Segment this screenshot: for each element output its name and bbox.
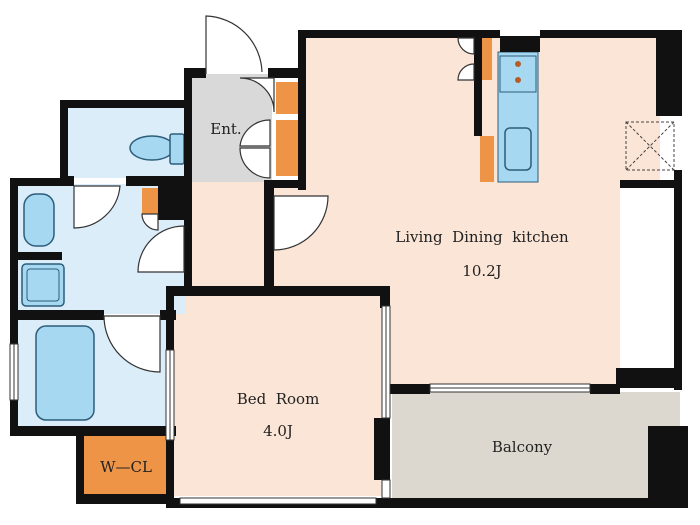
shoe-closet-top — [276, 82, 300, 114]
wall — [620, 180, 680, 188]
wall — [268, 68, 302, 78]
shoe-closet-door — [239, 147, 271, 179]
doors — [73, 15, 475, 373]
wall — [374, 418, 390, 480]
entrance-name: Ent. — [210, 120, 241, 138]
kitchen-shelf-bottom — [480, 136, 494, 182]
toilet-icon — [129, 135, 175, 161]
wall — [10, 426, 176, 436]
walk-in-closet-name: W—CL — [100, 458, 152, 476]
wall — [166, 286, 390, 296]
wall — [648, 426, 688, 506]
bedroom-size: 4.0J — [263, 422, 293, 440]
bedroom-area — [174, 294, 388, 496]
burner-icon — [515, 61, 521, 67]
kitchen-shelf-door — [457, 37, 475, 55]
toilet-door — [73, 185, 121, 229]
walk-in-closet-area — [84, 436, 168, 494]
kitchen-shelf-door — [457, 63, 475, 81]
front-door — [205, 15, 263, 74]
shoe-closet-door — [239, 119, 271, 147]
bedroom-name: Bed Room — [237, 390, 320, 408]
kitchen-counter — [497, 51, 539, 183]
wall — [380, 286, 390, 308]
labels: Living Dining kitchen 10.2J Bed Room 4.0… — [100, 120, 569, 476]
balcony-name: Balcony — [492, 438, 553, 456]
wall — [184, 68, 192, 190]
balcony-area — [392, 392, 680, 502]
shoe-closet-bottom — [276, 120, 300, 176]
washing-machine-drum-icon — [26, 268, 60, 302]
wall — [10, 310, 104, 320]
wall — [540, 30, 682, 38]
wall — [184, 68, 206, 78]
ldk-door — [273, 195, 329, 251]
wall — [126, 176, 192, 186]
ldk-name: Living Dining kitchen — [395, 228, 569, 246]
closets — [142, 38, 494, 214]
wall — [60, 100, 192, 108]
wall — [184, 186, 192, 290]
wall — [616, 368, 682, 388]
wall — [300, 30, 500, 38]
wall — [76, 430, 84, 502]
washing-machine-icon — [21, 263, 65, 307]
wash-basin-icon — [23, 193, 55, 247]
wall — [298, 30, 306, 190]
wall — [76, 494, 174, 504]
bedroom-lower-window — [381, 479, 391, 499]
hallway-area — [190, 182, 270, 288]
wall — [264, 186, 274, 292]
wall — [590, 384, 620, 394]
wall — [674, 170, 682, 390]
burner-icon — [515, 77, 521, 83]
bathtub-icon — [35, 325, 95, 421]
pantry-closet — [142, 188, 158, 214]
wall — [386, 384, 430, 394]
bath-door — [103, 315, 161, 373]
wall — [264, 180, 304, 188]
windows — [9, 305, 591, 505]
walls — [10, 30, 688, 508]
kitchen-sink-icon — [504, 127, 532, 171]
pantry-door — [141, 213, 159, 231]
fridge-space — [625, 121, 675, 171]
wall — [268, 68, 276, 78]
wall — [10, 178, 74, 186]
wall — [18, 252, 62, 260]
kitchen-shelf-top — [482, 38, 492, 80]
wall — [474, 36, 482, 136]
wall — [60, 100, 68, 184]
bedroom-bottom-window — [179, 497, 377, 505]
wall — [500, 36, 540, 52]
fixtures — [21, 133, 185, 421]
wall — [656, 30, 682, 116]
washroom-door — [137, 225, 185, 273]
wall — [386, 498, 688, 508]
ldk-size: 10.2J — [462, 262, 501, 280]
shoe-closet-door — [239, 77, 275, 113]
toilet-tank-icon — [169, 133, 185, 165]
wall — [10, 178, 18, 328]
